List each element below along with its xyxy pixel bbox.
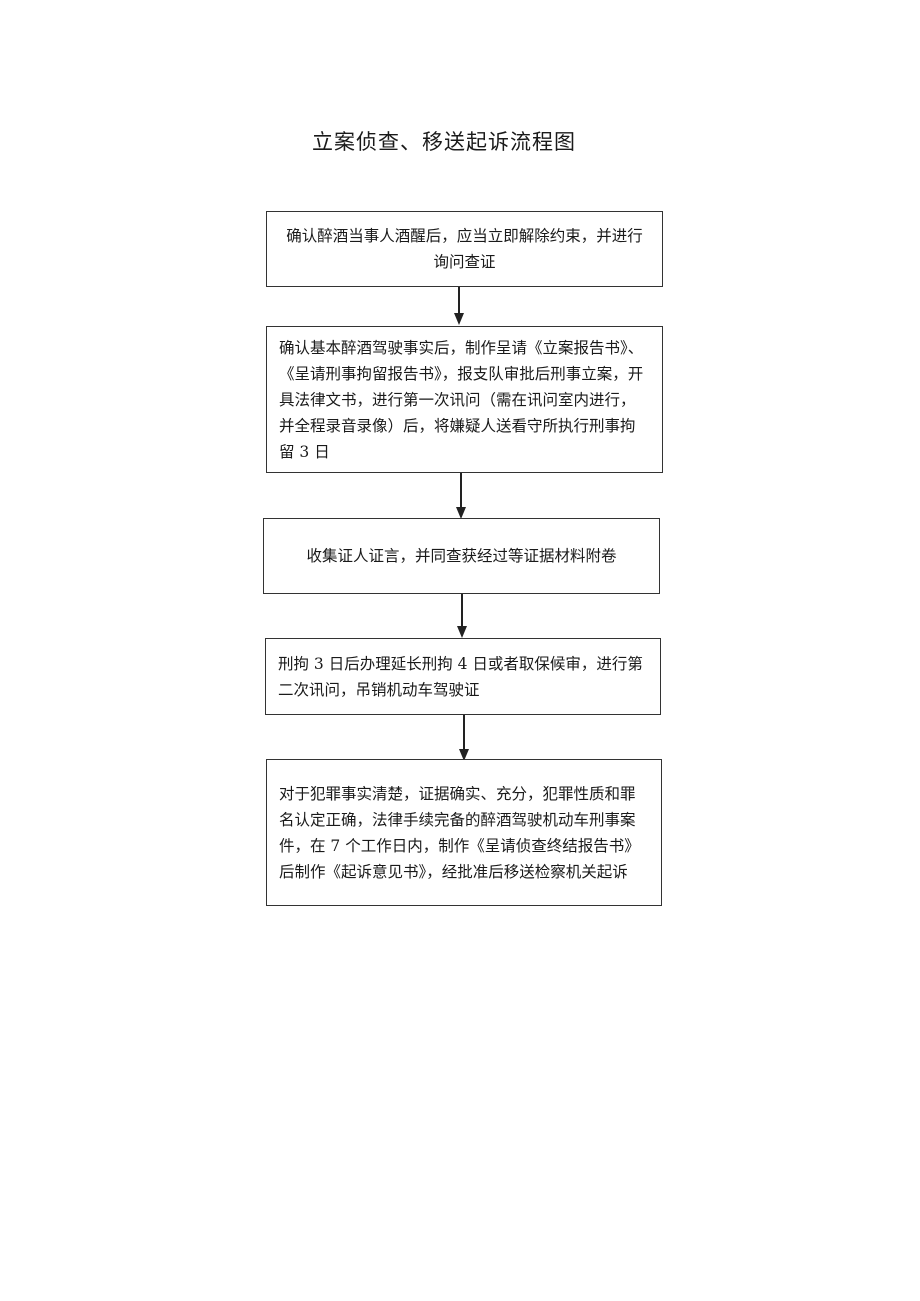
flow-step-3-box: 收集证人证言，并同查获经过等证据材料附卷 [263,518,660,594]
flow-step-1-box: 确认醉酒当事人酒醒后，应当立即解除约束，并进行询问查证 [266,211,663,287]
flow-step-4-text: 刑拘 3 日后办理延长刑拘 4 日或者取保候审，进行第二次讯问，吊销机动车驾驶证 [278,654,643,699]
flow-step-1-text: 确认醉酒当事人酒醒后，应当立即解除约束，并进行询问查证 [286,227,643,271]
flow-step-5-box: 对于犯罪事实清楚，证据确实、充分，犯罪性质和罪名认定正确，法律手续完备的醉酒驾驶… [266,759,662,906]
flow-step-3-text: 收集证人证言，并同查获经过等证据材料附卷 [306,547,617,565]
page-title: 立案侦查、移送起诉流程图 [312,130,576,154]
flow-step-4-box: 刑拘 3 日后办理延长刑拘 4 日或者取保候审，进行第二次讯问，吊销机动车驾驶证 [265,638,661,715]
flow-step-2-text: 确认基本醉酒驾驶事实后，制作呈请《立案报告书》、《呈请刑事拘留报告书》，报支队审… [279,338,644,461]
flow-step-2-box: 确认基本醉酒驾驶事实后，制作呈请《立案报告书》、《呈请刑事拘留报告书》，报支队审… [266,326,663,473]
flow-step-5-text: 对于犯罪事实清楚，证据确实、充分，犯罪性质和罪名认定正确，法律手续完备的醉酒驾驶… [279,784,640,881]
